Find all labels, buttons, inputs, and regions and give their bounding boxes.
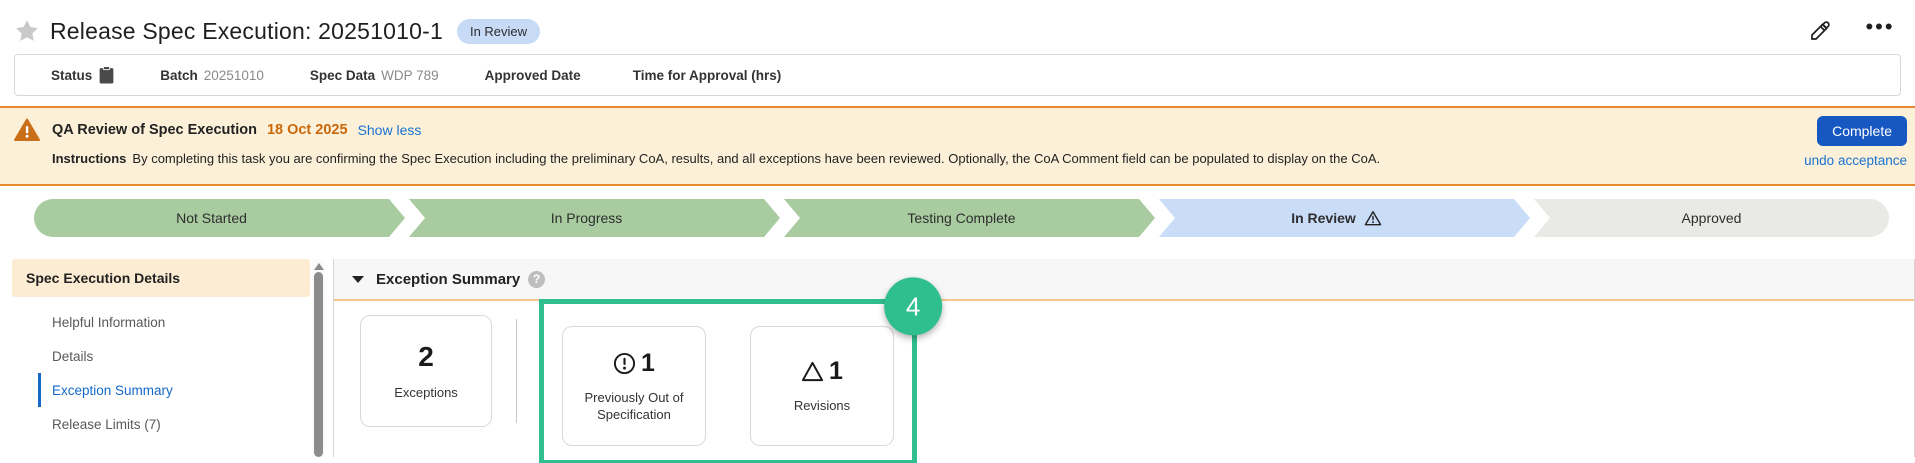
instructions-text: By completing this task you are confirmi… xyxy=(132,151,1381,166)
info-field-batch: Batch 20251010 xyxy=(160,68,264,83)
previously-oos-count: 1 xyxy=(641,349,655,378)
more-actions-icon[interactable]: ••• xyxy=(1865,14,1895,44)
cards-divider xyxy=(516,319,517,423)
record-info-bar: Status Batch 20251010 Spec Data WDP 789 … xyxy=(14,54,1901,96)
triangle-warning-icon xyxy=(802,362,824,382)
info-field-approved-date: Approved Date xyxy=(485,68,587,83)
stage-in-review[interactable]: In Review xyxy=(1159,199,1530,237)
sidebar-scrollbar[interactable] xyxy=(312,259,325,457)
scroll-up-icon[interactable] xyxy=(313,263,324,270)
lifecycle-stage-bar: Not Started In Progress Testing Complete… xyxy=(34,199,1889,237)
scrollbar-thumb[interactable] xyxy=(314,272,323,457)
task-title: QA Review of Spec Execution xyxy=(52,122,257,138)
stage-warning-icon xyxy=(1364,211,1382,226)
exception-summary-header[interactable]: Exception Summary ? xyxy=(334,259,1914,301)
sidebar-section-spec-execution-details[interactable]: Spec Execution Details xyxy=(12,259,310,297)
info-label: Batch xyxy=(160,67,198,83)
instructions-label: Instructions xyxy=(52,151,127,166)
info-field-time-for-approval: Time for Approval (hrs) xyxy=(633,68,788,83)
status-badge: In Review xyxy=(456,18,541,44)
card-label: Exceptions xyxy=(394,384,458,400)
sidebar-item-helpful-information[interactable]: Helpful Information xyxy=(52,314,166,330)
warning-triangle-icon xyxy=(14,118,40,141)
stage-label: In Progress xyxy=(550,210,623,226)
card-label: Revisions xyxy=(793,398,851,414)
sidebar-item-exception-summary[interactable]: Exception Summary xyxy=(38,373,310,407)
circle-exclamation-icon xyxy=(614,353,636,375)
section-title: Exception Summary xyxy=(376,270,521,288)
sidebar-items: Helpful Information Details Exception Su… xyxy=(12,305,310,441)
info-value: WDP 789 xyxy=(381,67,439,83)
page-header: Release Spec Execution: 20251010-1 In Re… xyxy=(0,0,1915,54)
revisions-count: 1 xyxy=(829,357,843,386)
stage-label: In Review xyxy=(1291,210,1356,226)
exceptions-card[interactable]: 2 Exceptions xyxy=(360,315,492,427)
task-due-date: 18 Oct 2025 xyxy=(266,122,348,138)
sidebar-item-details[interactable]: Details xyxy=(52,348,94,364)
undo-acceptance-link[interactable]: undo acceptance xyxy=(1804,153,1907,168)
previously-oos-card[interactable]: 1 Previously Out of Specification xyxy=(562,326,706,446)
favorite-star-icon[interactable] xyxy=(14,18,40,44)
task-banner-row2: Instructions By completing this task you… xyxy=(14,151,1905,166)
card-count-row: 1 xyxy=(613,349,655,378)
info-label: Spec Data xyxy=(309,67,376,83)
page-title: Release Spec Execution: 20251010-1 xyxy=(50,17,443,44)
card-count-row: 2 xyxy=(418,341,434,373)
exception-summary-cards: 2 Exceptions 4 1 xyxy=(334,277,1914,463)
info-value: 20251010 xyxy=(203,67,264,83)
stage-not-started[interactable]: Not Started xyxy=(34,199,405,237)
revisions-card[interactable]: 1 Revisions xyxy=(750,326,894,446)
edit-pencil-icon[interactable] xyxy=(1807,18,1833,44)
stage-testing-complete[interactable]: Testing Complete xyxy=(784,199,1155,237)
content-area: Spec Execution Details Helpful Informati… xyxy=(0,259,1915,463)
clipboard-icon xyxy=(99,66,114,84)
stage-label: Not Started xyxy=(176,210,247,226)
annotation-highlight-box: 4 1 Previously Out of Specification xyxy=(539,277,943,463)
task-banner-actions: Complete undo acceptance xyxy=(1804,116,1907,168)
task-banner-row1: QA Review of Spec Execution 18 Oct 2025 … xyxy=(14,118,1905,142)
info-label: Time for Approval (hrs) xyxy=(632,67,782,83)
stage-approved[interactable]: Approved xyxy=(1534,199,1889,237)
annotation-number-badge: 4 xyxy=(884,277,943,336)
info-field-spec-data: Spec Data WDP 789 xyxy=(310,68,439,83)
stage-label: Testing Complete xyxy=(907,210,1016,226)
card-label: Previously Out of Specification xyxy=(584,390,684,422)
main-panel: Exception Summary ? 2 Exceptions 4 xyxy=(333,259,1915,463)
sidebar-item-release-limits[interactable]: Release Limits (7) xyxy=(52,416,161,432)
help-icon[interactable]: ? xyxy=(528,270,546,288)
sidebar-nav: Spec Execution Details Helpful Informati… xyxy=(12,259,310,457)
complete-button[interactable]: Complete xyxy=(1817,116,1907,146)
show-less-link[interactable]: Show less xyxy=(357,122,422,138)
exceptions-count: 2 xyxy=(418,340,434,372)
card-count-row: 1 xyxy=(801,357,843,386)
stage-label: Approved xyxy=(1681,210,1742,226)
stage-in-progress[interactable]: In Progress xyxy=(409,199,780,237)
info-field-status: Status xyxy=(51,66,114,84)
info-label: Status xyxy=(51,67,93,83)
collapse-caret-icon[interactable] xyxy=(352,275,364,283)
info-label: Approved Date xyxy=(484,67,581,83)
task-banner: QA Review of Spec Execution 18 Oct 2025 … xyxy=(0,106,1915,186)
ellipsis-glyph: ••• xyxy=(1865,14,1895,39)
